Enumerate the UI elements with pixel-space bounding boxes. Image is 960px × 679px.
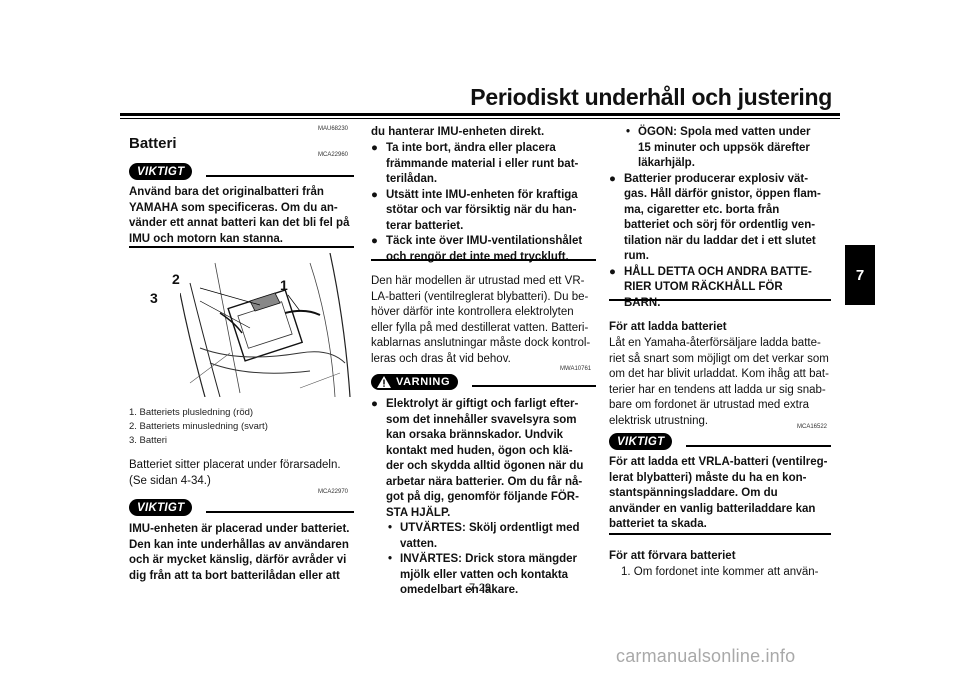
ref-code: MCA22970 <box>318 489 349 495</box>
viktigt-header: VIKTIGT <box>129 163 354 180</box>
body-text: Batteriet sitter placerat under förarsad… <box>129 459 341 487</box>
notice-rule <box>472 385 596 387</box>
viktigt-badge: VIKTIGT <box>129 163 193 180</box>
header-rule <box>120 113 840 116</box>
caption: 3. Batteri <box>129 435 168 446</box>
subheading: För att ladda batteriet <box>609 321 727 333</box>
body-text: Den här modellen är utrustad med ett VR-… <box>371 275 591 365</box>
battery-figure <box>179 252 354 398</box>
page-header-title: Periodiskt underhåll och justering <box>470 84 832 110</box>
notice-rule <box>206 174 354 177</box>
ref-code: MAU68230 <box>318 126 349 132</box>
notice-rule <box>686 444 831 447</box>
varning-header: VARNING <box>371 374 596 390</box>
caption: 1. Batteriets plusledning (röd) <box>129 407 254 418</box>
battery-illustration <box>179 252 354 398</box>
page-number: 7-29 <box>468 582 492 594</box>
notice-rule <box>206 510 354 513</box>
watermark: carmanualsonline.info <box>616 646 796 666</box>
ref-code: MCA16522 <box>797 424 828 430</box>
warning-text: ● Elektrolyt är giftigt och farligt efte… <box>371 398 584 596</box>
notice-text: IMU-enheten är placerad under batteriet.… <box>129 523 350 582</box>
section-title: Batteri <box>129 135 177 152</box>
notice-text: För att ladda ett VRLA-batteri (ventilre… <box>609 456 828 530</box>
notice-rule <box>609 533 831 535</box>
figure-captions: 1. Batteriets plusledning (röd) 2. Batte… <box>129 406 354 448</box>
caption: 2. Batteriets minusledning (svart) <box>129 421 268 432</box>
viktigt-badge: VIKTIGT <box>609 433 673 450</box>
notice-text: du hanterar IMU-enheten direkt. <box>371 126 545 138</box>
header-rule-thin <box>120 118 840 119</box>
viktigt-badge: VIKTIGT <box>129 499 193 516</box>
varning-badge: VARNING <box>371 374 459 390</box>
viktigt-header: VIKTIGT <box>609 433 831 450</box>
body-text: Låt en Yamaha-återförsäljare ladda batte… <box>609 337 829 427</box>
figure-label: 3 <box>150 290 158 306</box>
chapter-tab: 7 <box>845 245 875 305</box>
figure-label: 1 <box>280 277 288 293</box>
ref-code: MWA10761 <box>560 366 592 372</box>
viktigt-header: VIKTIGT <box>129 499 354 516</box>
figure-label: 2 <box>172 271 180 287</box>
warning-icon <box>377 376 391 388</box>
subheading: För att förvara batteriet <box>609 550 736 562</box>
ref-code: MCA22960 <box>318 152 349 158</box>
notice-rule <box>371 259 596 261</box>
notice-rule <box>609 299 831 301</box>
list-item: 1. Om fordonet inte kommer att använ- <box>621 566 819 578</box>
notice-rule <box>129 246 354 248</box>
